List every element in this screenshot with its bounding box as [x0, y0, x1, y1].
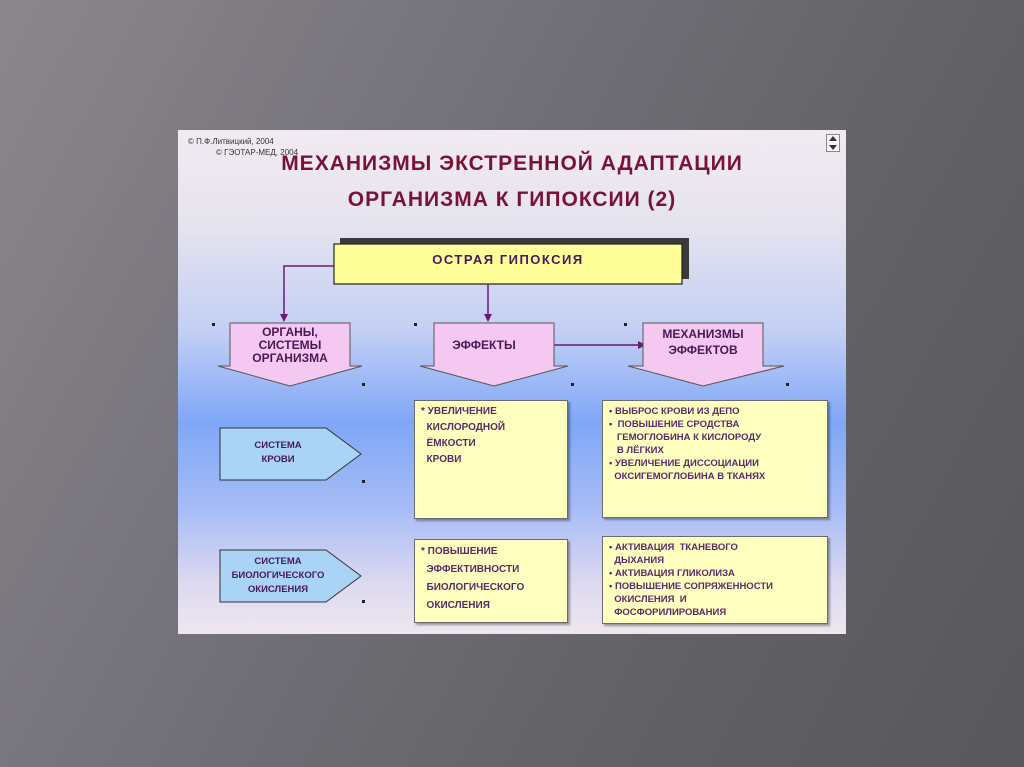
dot [624, 323, 627, 326]
dot [414, 323, 417, 326]
mechanisms-header-line-1: МЕХАНИЗМЫ [662, 327, 744, 341]
oxidation-system-line-3: ОКИСЛЕНИЯ [247, 584, 309, 595]
list-item: ЭФФЕКТИВНОСТИ [421, 564, 520, 575]
list-item: • АКТИВАЦИЯ ГЛИКОЛИЗА [609, 568, 735, 579]
oxidation-system-label: СИСТЕМА БИОЛОГИЧЕСКОГО ОКИСЛЕНИЯ [224, 555, 332, 597]
list-item: * УВЕЛИЧЕНИЕ [421, 406, 497, 417]
list-item: • УВЕЛИЧЕНИЕ ДИССОЦИАЦИИ [609, 458, 759, 469]
mechanisms-box-oxidation: • АКТИВАЦИЯ ТКАНЕВОГО ДЫХАНИЯ • АКТИВАЦИ… [602, 536, 828, 624]
title-line-2: ОРГАНИЗМА К ГИПОКСИИ (2) [347, 188, 677, 211]
list-item: В ЛЁГКИХ [609, 445, 664, 456]
connector-to-organs [280, 265, 334, 322]
top-box-label: ОСТРАЯ ГИПОКСИЯ [432, 252, 584, 267]
up-down-arrow-icon[interactable] [826, 134, 840, 152]
mechanisms-box-blood: • ВЫБРОС КРОВИ ИЗ ДЕПО • ПОВЫШЕНИЕ СРОДС… [602, 400, 828, 518]
top-box [333, 243, 683, 285]
blood-system-label: СИСТЕМА КРОВИ [228, 439, 328, 467]
blood-system-line-1: СИСТЕМА [254, 440, 302, 451]
slide: © П.Ф.Литвицкий, 2004 © ГЭОТАР-МЕД, 2004… [178, 130, 846, 634]
organs-header-line-3: ОРГАНИЗМА [252, 351, 328, 365]
effects-box-blood: * УВЕЛИЧЕНИЕ КИСЛОРОДНОЙ ЁМКОСТИ КРОВИ [414, 400, 568, 519]
list-item: ДЫХАНИЯ [609, 555, 665, 566]
mechanisms-header-line-2: ЭФФЕКТОВ [668, 343, 738, 357]
effects-box-oxidation: * ПОВЫШЕНИЕ ЭФФЕКТИВНОСТИ БИОЛОГИЧЕСКОГО… [414, 539, 568, 623]
copyright-line-1: © П.Ф.Литвицкий, 2004 [188, 137, 274, 146]
dot [786, 383, 789, 386]
oxidation-system-line-2: БИОЛОГИЧЕСКОГО [231, 570, 325, 581]
organs-header-line-1: ОРГАНЫ, [262, 325, 318, 339]
list-item: • АКТИВАЦИЯ ТКАНЕВОГО [609, 542, 738, 553]
oxidation-system-line-1: СИСТЕМА [254, 556, 302, 567]
list-item: ОКСИГЕМОГЛОБИНА В ТКАНЯХ [609, 471, 766, 482]
list-item: • ПОВЫШЕНИЕ СРОДСТВА [609, 419, 740, 430]
list-item: БИОЛОГИЧЕСКОГО [421, 582, 525, 593]
dot [571, 383, 574, 386]
list-item: ФОСФОРИЛИРОВАНИЯ [609, 607, 727, 618]
list-item: ГЕМОГЛОБИНА К КИСЛОРОДУ [609, 432, 762, 443]
list-item: КРОВИ [421, 454, 462, 465]
mechanisms-arrow-shape [627, 322, 785, 387]
copyright-line-2: © ГЭОТАР-МЕД, 2004 [216, 148, 299, 157]
title-line-1: МЕХАНИЗМЫ ЭКСТРЕННОЙ АДАПТАЦИИ [281, 152, 743, 175]
effects-header: ЭФФЕКТЫ [452, 338, 516, 352]
blood-system-shape [219, 427, 362, 481]
list-item: • ВЫБРОС КРОВИ ИЗ ДЕПО [609, 406, 740, 417]
dot [212, 323, 215, 326]
list-item: * ПОВЫШЕНИЕ [421, 546, 498, 557]
dot [362, 480, 365, 483]
organs-arrow-shape [217, 322, 363, 387]
organs-header-line-2: СИСТЕМЫ [258, 338, 322, 352]
dot [362, 383, 365, 386]
list-item: ОКИСЛЕНИЯ [421, 600, 490, 611]
list-item: КИСЛОРОДНОЙ [421, 422, 506, 433]
list-item: ЁМКОСТИ [421, 438, 476, 449]
list-item: • ПОВЫШЕНИЕ СОПРЯЖЕННОСТИ [609, 581, 773, 592]
blood-system-line-2: КРОВИ [261, 454, 295, 465]
oxidation-system-shape [219, 549, 362, 603]
organs-header: ОРГАНЫ, СИСТЕМЫ ОРГАНИЗМА [230, 326, 350, 365]
diagram-graphics [217, 238, 785, 603]
mechanisms-header: МЕХАНИЗМЫ ЭФФЕКТОВ [643, 326, 763, 358]
list-item: ОКИСЛЕНИЯ И [609, 594, 687, 605]
effects-arrow-shape [419, 322, 569, 387]
dot [362, 600, 365, 603]
